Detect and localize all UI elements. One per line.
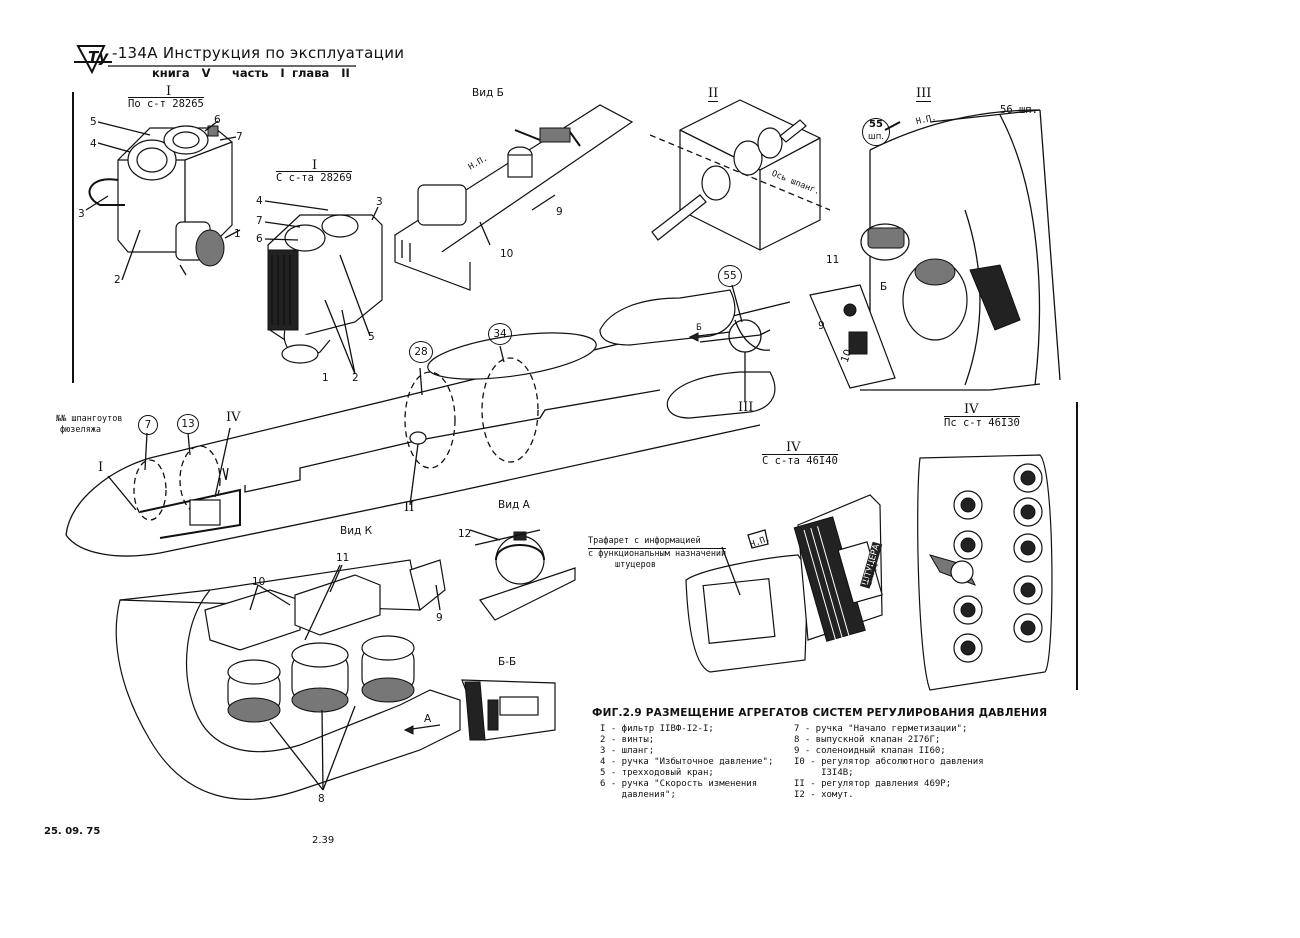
callout-12: 12: [458, 528, 472, 540]
legend-item: 5 - трехходовый кран;: [600, 768, 714, 778]
vid-k-label: Вид К: [340, 525, 373, 537]
frames-label-1: №№ шпангоутов: [56, 414, 123, 424]
fuselage-iii-label: III: [738, 400, 754, 415]
frame-34-marker: 34: [488, 323, 512, 345]
legend-item: I2 - хомут.: [794, 790, 854, 800]
unit-view-ii: [649, 99, 831, 251]
logo-text: Ту: [88, 48, 109, 66]
unit-view-i-mid: [264, 200, 383, 375]
view-iv-mid-ref: С с-та 46I40: [762, 454, 838, 467]
callout-10: 10: [500, 248, 514, 260]
view-i-mid-roman: I: [312, 158, 318, 173]
callout-7: 7: [236, 131, 243, 143]
frames-label-2: фюзеляжа: [60, 425, 101, 435]
frame-55-unit: шп.: [867, 132, 885, 142]
view-i-top-ref: По с-т 28265: [128, 97, 204, 110]
unit-view-iii: [809, 109, 1061, 391]
legend-item: I0 - регулятор абсолютного давления: [794, 757, 984, 767]
view-i-mid-ref: С с-та 28269: [276, 171, 352, 184]
section-bb-label: Б-Б: [498, 656, 517, 668]
view-iv-right-roman: IV: [964, 402, 979, 417]
callout-9: 9: [556, 206, 563, 218]
frame-28-marker: 28: [409, 341, 433, 363]
callout-6: 6: [214, 114, 221, 126]
view-iii-label: III: [916, 86, 932, 102]
legend-item: I3I4В;: [794, 768, 854, 778]
view-ii-label: II: [708, 86, 719, 102]
stencil-line-2: с функциональным назначении: [588, 548, 727, 559]
frame-55-small: 55: [869, 119, 883, 130]
frame-55-marker: 55: [718, 265, 742, 287]
unit-view-iv-right: [917, 454, 1053, 691]
book-label: книга V: [152, 66, 211, 80]
callout-4-b: 4: [256, 195, 263, 207]
legend-item: II - регулятор давления 469Р;: [794, 779, 952, 789]
callout-5: 5: [90, 116, 97, 128]
legend-item: 3 - шланг;: [600, 746, 655, 756]
tupolev-logo: [74, 45, 112, 75]
callout-9-k: 9: [436, 612, 443, 624]
legend-item: давления";: [600, 790, 676, 800]
chapter-label: глава II: [292, 66, 350, 80]
unit-view-i-top: [85, 120, 241, 281]
callout-8: 8: [318, 793, 325, 805]
callout-9-c: 9: [818, 320, 825, 332]
stencil-line-1: Трафарет с информацией: [588, 536, 701, 546]
callout-2-b: 2: [352, 372, 359, 384]
b-arrow-fuselage: Б: [696, 323, 702, 333]
fuselage-ii-label: II: [404, 500, 415, 515]
vid-b-label: Вид Б: [472, 87, 504, 99]
view-iv-mid-roman: IV: [786, 440, 801, 455]
unit-view-iv-mid: [685, 494, 883, 673]
frame-56-label: 56 шп.: [1000, 104, 1038, 116]
callout-3: 3: [78, 208, 85, 220]
callout-6-b: 6: [256, 233, 263, 245]
footer-date: 25. 09. 75: [44, 826, 101, 837]
legend-item: 7 - ручка "Начало герметизации";: [794, 724, 968, 734]
figure-caption-title: ФИГ.2.9 РАЗМЕЩЕНИЕ АГРЕГАТОВ СИСТЕМ РЕГУ…: [592, 707, 1048, 719]
page-title: -134А Инструкция по эксплуатации: [112, 44, 405, 62]
vid-a-label: Вид А: [498, 499, 530, 511]
legend-right: 7 - ручка "Начало герметизации";8 - выпу…: [794, 724, 984, 801]
unit-vid-a: [469, 529, 576, 621]
callout-11-k: 11: [336, 552, 350, 564]
unit-vid-b: [393, 104, 634, 291]
unit-vid-k: [115, 559, 461, 800]
view-i-top-roman: I: [166, 84, 172, 99]
legend-item: I - фильтр IIВФ-I2-I;: [600, 724, 714, 734]
callout-11: 11: [826, 254, 840, 266]
legend-item: 9 - соленоидный клапан II60;: [794, 746, 946, 756]
fuselage-outline: [65, 284, 791, 557]
callout-1: 1: [234, 228, 241, 240]
callout-7-b: 7: [256, 215, 263, 227]
a-arrow-label: А: [424, 713, 432, 725]
callout-4: 4: [90, 138, 97, 150]
footer-page-number: 2.39: [312, 835, 335, 846]
legend-item: 4 - ручка "Избыточное давление";: [600, 757, 774, 767]
callout-2: 2: [114, 274, 121, 286]
callout-1-b: 1: [322, 372, 329, 384]
fuselage-iv-label: IV: [226, 410, 241, 425]
b-arrow-label: Б: [880, 281, 888, 293]
legend-item: 2 - винты;: [600, 735, 655, 745]
frame-13-marker: 13: [177, 414, 199, 434]
unit-section-bb: [461, 679, 556, 741]
legend-item: 8 - выпускной клапан 2I76Г;: [794, 735, 941, 745]
stencil-line-3: штуцеров: [615, 560, 656, 570]
callout-5-b: 5: [368, 331, 375, 343]
frame-55-circle: 55 шп.: [862, 118, 890, 146]
frame-7-marker: 7: [138, 415, 158, 435]
legend-item: 6 - ручка "Скорость изменения: [600, 779, 758, 789]
part-label: часть I: [232, 66, 285, 80]
legend-left: I - фильтр IIВФ-I2-I;2 - винты;3 - шланг…: [600, 724, 773, 801]
callout-10-k: 10: [252, 576, 266, 588]
view-iv-right-ref: Пс с-т 46I30: [944, 416, 1020, 429]
callout-3-b: 3: [376, 196, 383, 208]
fuselage-i-label: I: [98, 460, 104, 475]
